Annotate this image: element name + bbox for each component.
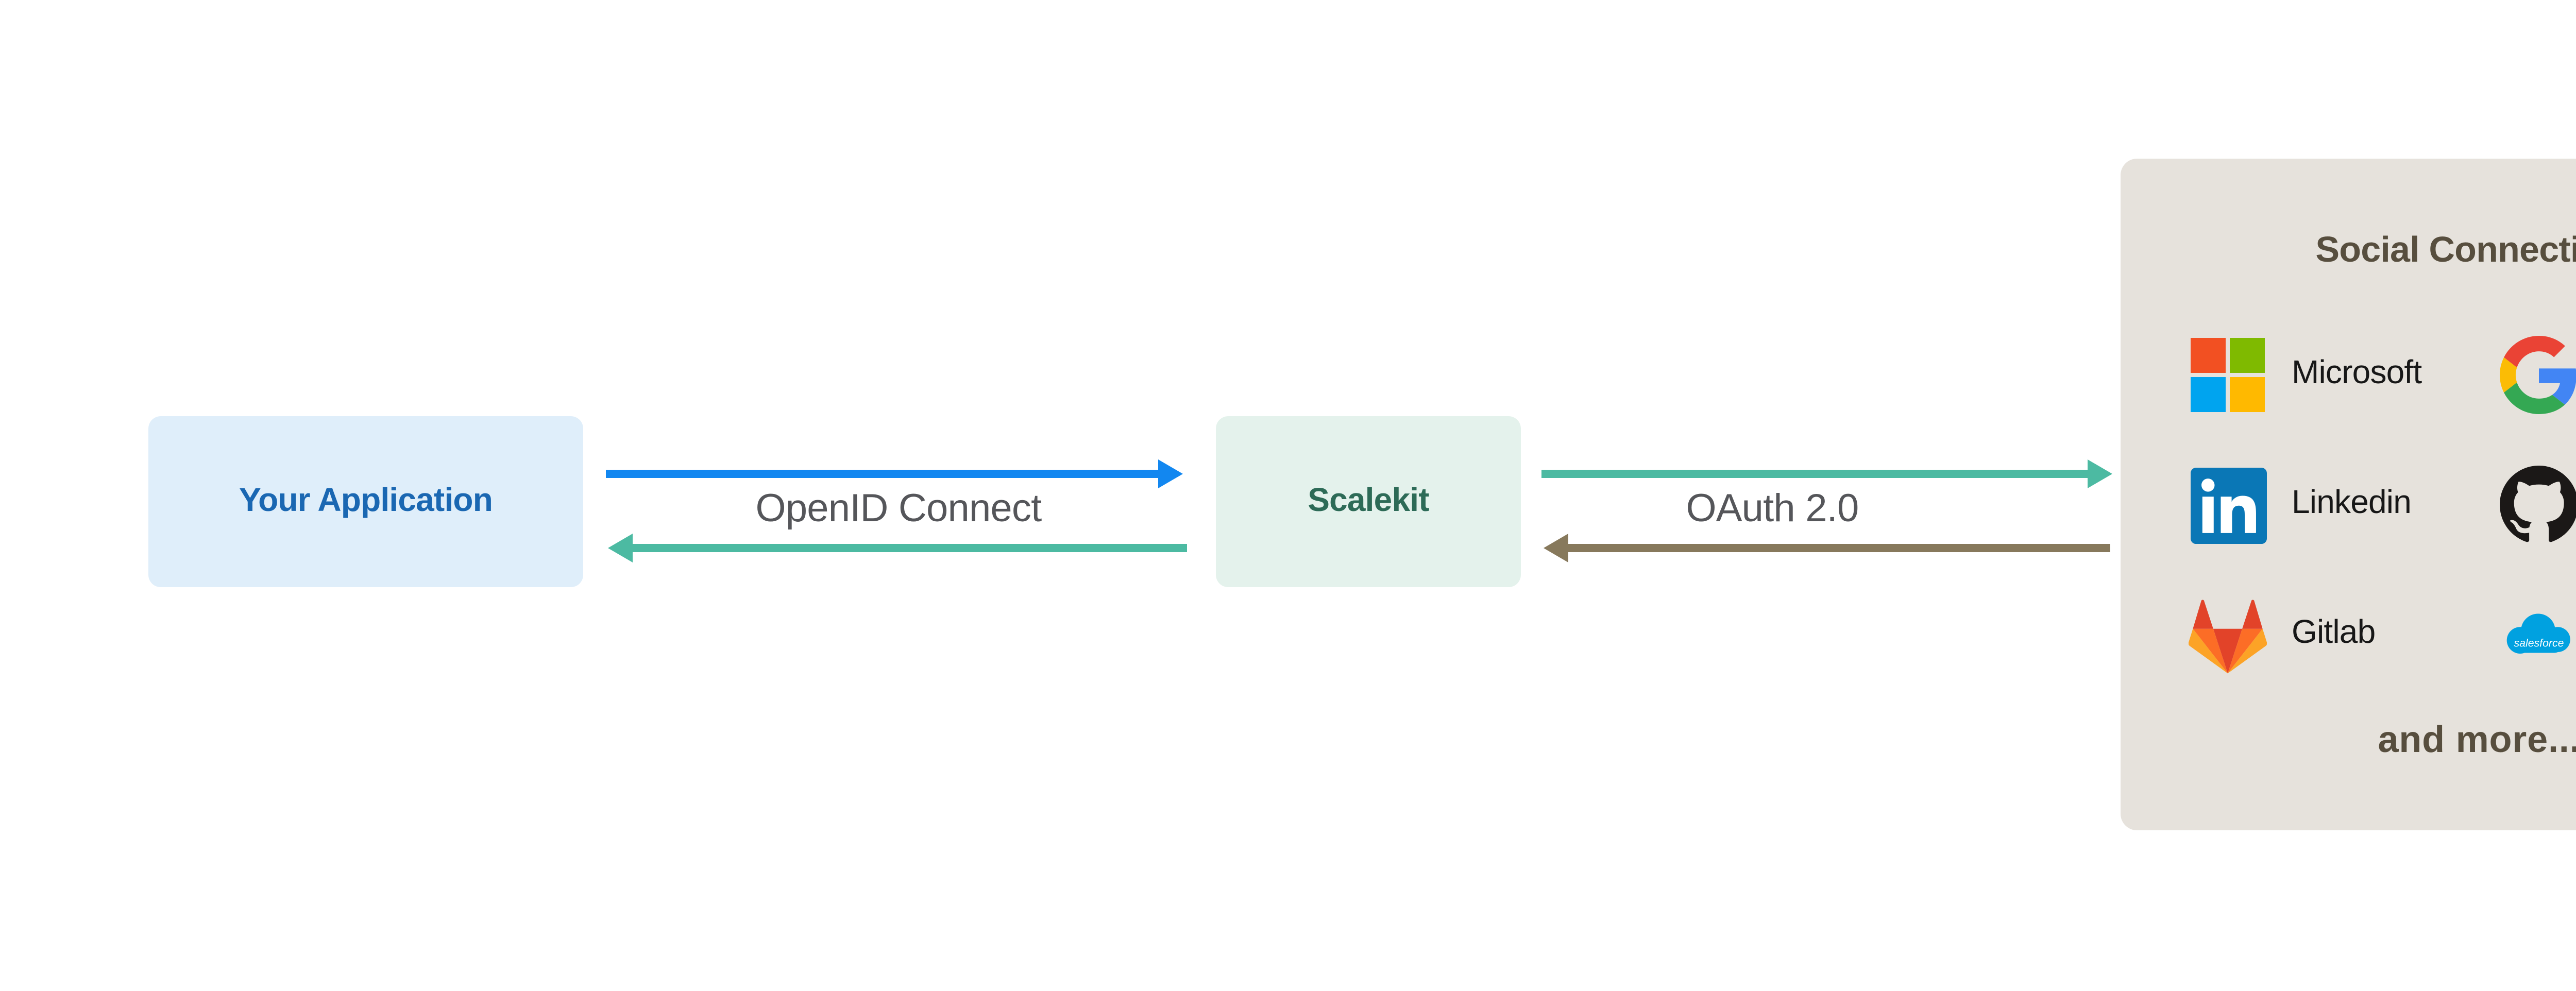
arrowhead-left-icon [608, 534, 633, 562]
provider-linkedin: Linkedin [2189, 466, 2412, 544]
arrow-line [1541, 470, 2090, 478]
scalekit-node: Scalekit [1216, 416, 1521, 587]
arrow-line [1566, 544, 2110, 552]
provider-google: Google [2500, 336, 2576, 414]
and-more-label: and more... [2378, 719, 2576, 760]
panel-title: Social Connections [2315, 229, 2576, 270]
github-icon [2500, 466, 2576, 544]
arrowhead-left-icon [1544, 534, 1568, 562]
arrowhead-right-icon [2088, 459, 2112, 488]
arrowhead-right-icon [1158, 459, 1183, 488]
salesforce-icon: salesforce [2500, 595, 2576, 674]
microsoft-icon [2189, 336, 2267, 414]
provider-label: Gitlab [2292, 616, 2376, 651]
provider-salesforce: salesforce Salesforce [2500, 595, 2576, 674]
gitlab-icon [2189, 595, 2267, 674]
linkedin-icon [2189, 466, 2267, 544]
arrow-line [631, 544, 1187, 552]
your-application-label: Your Application [239, 483, 493, 518]
provider-gitlab: Gitlab [2189, 595, 2376, 674]
social-connections-panel: Social Connections Microsoft Google [2121, 159, 2576, 830]
provider-microsoft: Microsoft [2189, 336, 2422, 414]
provider-label: Microsoft [2292, 356, 2422, 391]
scalekit-label: Scalekit [1308, 483, 1429, 518]
openid-connect-label: OpenID Connect [755, 488, 1042, 532]
your-application-node: Your Application [148, 416, 583, 587]
scalekit-to-app-arrow [608, 534, 1187, 562]
svg-text:salesforce: salesforce [2514, 636, 2564, 648]
arrow-line [606, 470, 1160, 478]
oauth-label: OAuth 2.0 [1686, 488, 1859, 532]
provider-github: Github [2500, 466, 2576, 544]
provider-label: Linkedin [2292, 486, 2412, 521]
social-to-scalekit-arrow [1544, 534, 2110, 562]
scalekit-to-social-arrow [1541, 459, 2112, 488]
app-to-scalekit-arrow [606, 459, 1183, 488]
google-icon [2500, 336, 2576, 414]
